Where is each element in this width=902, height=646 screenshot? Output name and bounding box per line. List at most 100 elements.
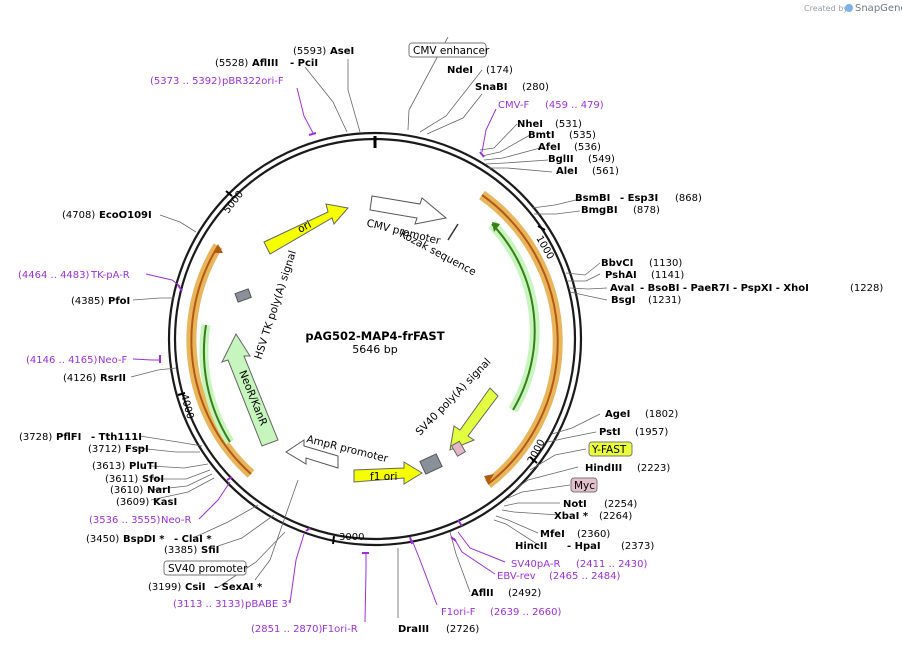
- svg-text:HincII: HincII: [515, 541, 547, 552]
- svg-text:(1231): (1231): [648, 295, 681, 306]
- svg-text:(3199): (3199): [148, 582, 181, 593]
- primer-lines: [132, 87, 506, 623]
- enzyme-csii: (3199)CsiI- SexAI *: [148, 582, 263, 593]
- svg-text:RsrII: RsrII: [100, 373, 126, 384]
- svg-text:- ClaI *: - ClaI *: [174, 534, 212, 545]
- svg-text:PluTI: PluTI: [129, 461, 157, 472]
- plasmid-size: 5646 bp: [352, 343, 397, 356]
- svg-text:NotI: NotI: [563, 499, 587, 510]
- svg-text:(2411 .. 2430): (2411 .. 2430): [576, 559, 648, 570]
- svg-text:(3385): (3385): [164, 545, 197, 556]
- svg-text:AflIII: AflIII: [252, 58, 278, 69]
- enzyme-mfei: MfeI(2360): [540, 529, 610, 540]
- box-y-fast: Y-FAST: [588, 441, 633, 457]
- primer-neo-r: (3536 .. 3555)Neo-R: [89, 515, 192, 526]
- enzyme-aflii: AflII (2492): [471, 588, 541, 599]
- svg-text:(1228): (1228): [850, 283, 883, 294]
- svg-text:(2254): (2254): [604, 499, 637, 510]
- svg-text:BsgI: BsgI: [611, 295, 635, 306]
- svg-text:EcoO109I: EcoO109I: [99, 210, 152, 221]
- enzyme-pluti: (3613)PluTI: [92, 461, 157, 472]
- svg-text:(174): (174): [486, 65, 513, 76]
- primer-labels: (5373 .. 5392)pBR322ori-F CMV-F(459 .. 4…: [18, 76, 648, 635]
- svg-text:(1130): (1130): [649, 258, 682, 269]
- svg-text:Y-FAST: Y-FAST: [591, 444, 627, 456]
- enzyme-ndei: NdeI (174): [447, 65, 513, 76]
- enzyme-draiii: DraIII (2726): [398, 624, 479, 635]
- svg-text:NarI: NarI: [147, 485, 171, 496]
- svg-text:PflFI: PflFI: [56, 432, 81, 443]
- svg-text:NdeI: NdeI: [447, 65, 473, 76]
- svg-text:(4146 .. 4165): (4146 .. 4165): [26, 355, 98, 366]
- svg-text:(2492): (2492): [508, 588, 541, 599]
- svg-text:PstI: PstI: [599, 427, 621, 438]
- svg-text:(459 .. 479): (459 .. 479): [545, 100, 604, 111]
- svg-text:Neo-F: Neo-F: [98, 355, 128, 366]
- svg-text:SnaBI: SnaBI: [475, 82, 507, 93]
- svg-text:pBR322ori-F: pBR322ori-F: [222, 76, 284, 87]
- svg-text:DraIII: DraIII: [398, 624, 429, 635]
- svg-text:SV40 promoter: SV40 promoter: [168, 563, 248, 575]
- svg-text:(3113 .. 3133): (3113 .. 3133): [173, 599, 245, 610]
- enzyme-afliii: (5528)AflIII- PciI: [215, 58, 318, 69]
- enzyme-afei: AfeI(536): [538, 142, 601, 153]
- svg-text:BmtI: BmtI: [528, 130, 555, 141]
- svg-text:BmgBI: BmgBI: [581, 205, 618, 216]
- tick-label-5000: 5000: [222, 189, 246, 216]
- tick-4000: [177, 392, 186, 396]
- tick-2000: [529, 456, 538, 464]
- enzyme-pshai: PshAI(1141): [605, 270, 684, 281]
- svg-text:AflII: AflII: [471, 588, 494, 599]
- svg-text:(3728): (3728): [19, 432, 52, 443]
- svg-text:BspDI *: BspDI *: [123, 534, 165, 545]
- svg-text:(3536 .. 3555): (3536 .. 3555): [89, 515, 161, 526]
- enzyme-noti: NotI (2254): [563, 499, 637, 510]
- svg-text:(2373): (2373): [621, 541, 654, 552]
- left-orf: [186, 243, 255, 478]
- tick-5000: [225, 190, 233, 197]
- svg-text:(2726): (2726): [446, 624, 479, 635]
- svg-text:(3610): (3610): [110, 485, 143, 496]
- svg-text:(3611): (3611): [105, 474, 138, 485]
- svg-text:AvaI: AvaI: [610, 283, 634, 294]
- svg-text:(868): (868): [675, 193, 702, 204]
- sv40-polya-block: [419, 453, 443, 475]
- svg-text:EBV-rev: EBV-rev: [497, 571, 536, 582]
- svg-text:SfoI: SfoI: [142, 474, 164, 485]
- neor-kanr-arrow: [221, 332, 279, 447]
- right-orf: [479, 190, 563, 488]
- enzyme-bspdi: (3450)BspDI *- ClaI *: [86, 534, 212, 545]
- svg-text:- PciI: - PciI: [290, 58, 318, 69]
- enzyme-agei: AgeI(1802): [605, 409, 678, 420]
- enzyme-asei: (5593)AseI: [293, 46, 354, 57]
- enzyme-rsrii: (4126)RsrII: [63, 373, 126, 384]
- svg-text:(2639 .. 2660): (2639 .. 2660): [490, 607, 562, 618]
- enzyme-ecoo109i: (4708)EcoO109I: [62, 210, 152, 221]
- svg-text:(535): (535): [569, 130, 596, 141]
- svg-text:NheI: NheI: [517, 119, 543, 130]
- f1-ori-arrow: [353, 461, 423, 485]
- primer-ticks: [159, 132, 485, 554]
- label-sv40-polya: SV40 poly(A) signal: [414, 356, 494, 438]
- svg-text:AgeI: AgeI: [605, 409, 630, 420]
- primer-cmv-f: CMV-F(459 .. 479): [498, 100, 604, 111]
- svg-text:BbvCI: BbvCI: [601, 258, 633, 269]
- svg-text:(4464 .. 4483): (4464 .. 4483): [18, 270, 90, 281]
- svg-text:(2465 .. 2484): (2465 .. 2484): [549, 571, 621, 582]
- svg-text:BglII: BglII: [548, 154, 574, 165]
- svg-text:(531): (531): [555, 119, 582, 130]
- enzyme-bglii: BglII(549): [548, 154, 615, 165]
- svg-text:(1141): (1141): [651, 270, 684, 281]
- svg-text:(536): (536): [574, 142, 601, 153]
- svg-text:AleI: AleI: [556, 166, 578, 177]
- ori-arrow: [263, 203, 349, 255]
- svg-text:F1ori-F: F1ori-F: [441, 607, 476, 618]
- svg-text:Myc: Myc: [574, 480, 595, 492]
- svg-text:AseI: AseI: [330, 46, 354, 57]
- enzyme-hincii: HincII- HpaI(2373): [515, 541, 654, 552]
- leader-lines: [130, 36, 608, 618]
- svg-text:F1ori-R: F1ori-R: [322, 624, 358, 635]
- box-myc: Myc: [570, 477, 598, 493]
- label-f1-ori: f1 ori: [370, 471, 397, 483]
